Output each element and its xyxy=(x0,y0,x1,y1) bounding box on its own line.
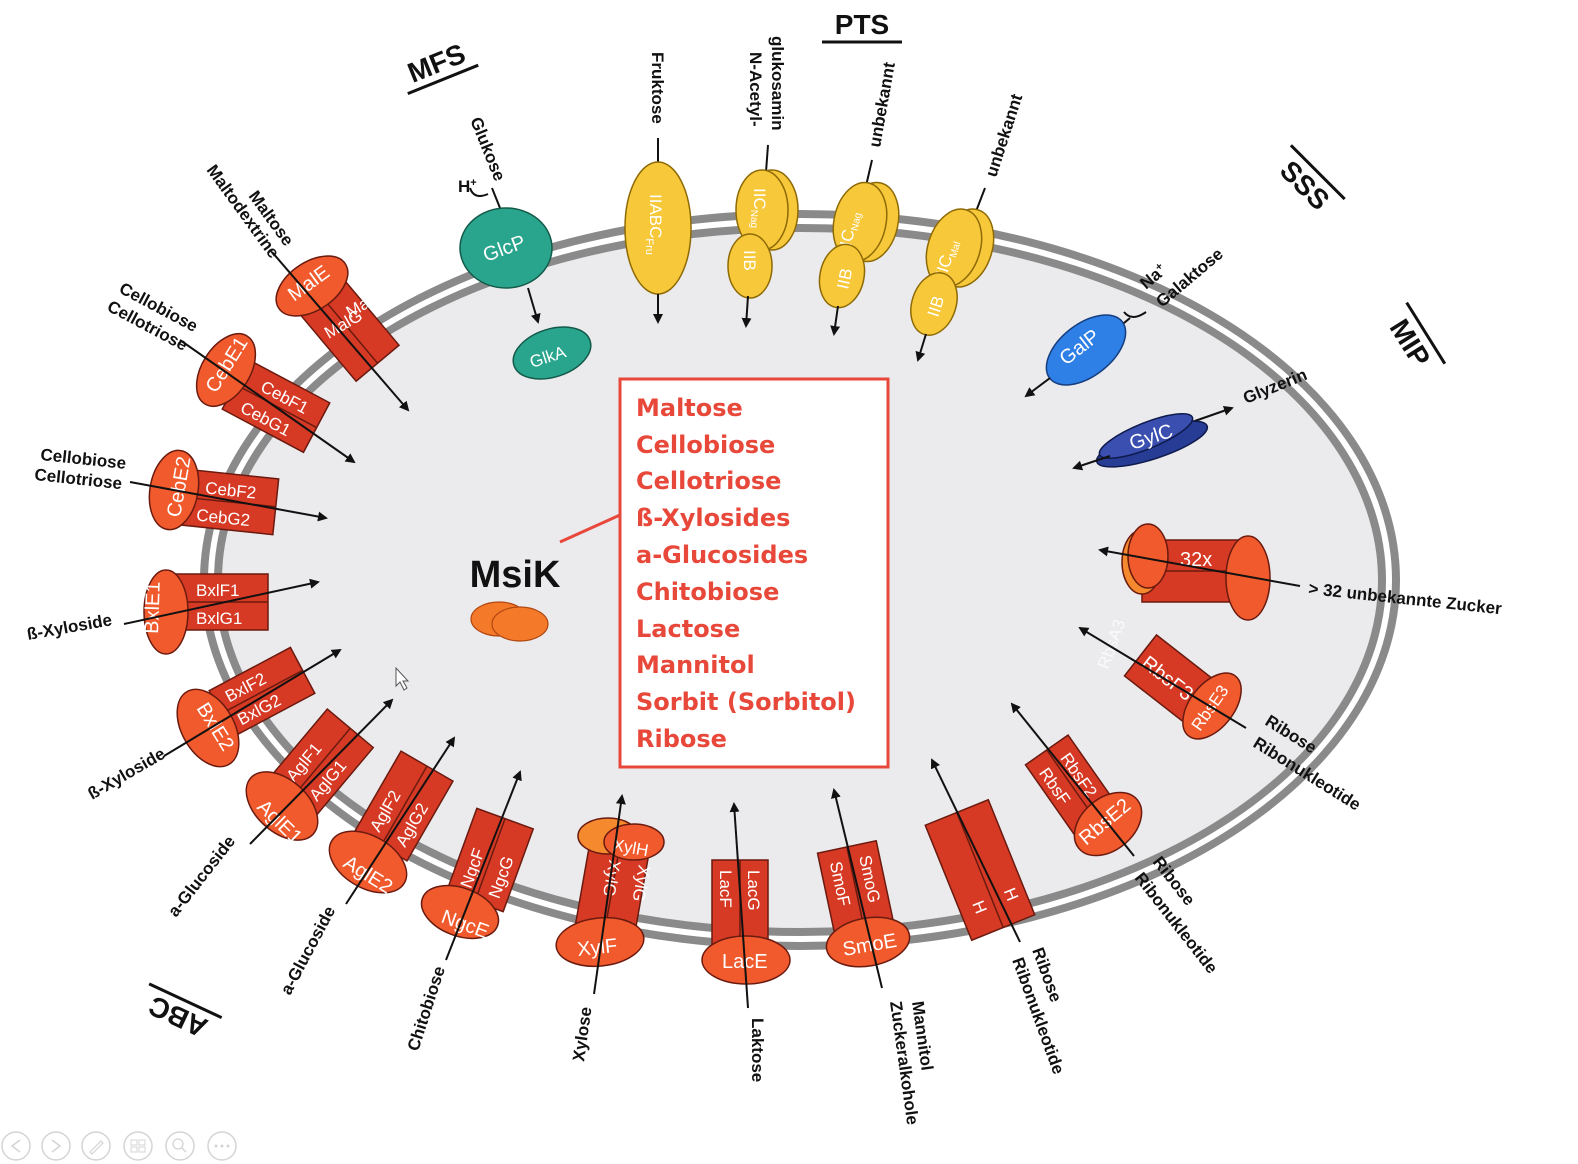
family-mip-label: MIP xyxy=(1384,314,1437,373)
presentation-controls xyxy=(1,1131,237,1161)
pen-icon[interactable] xyxy=(81,1131,111,1161)
box-item-chitobiose: Chitobiose xyxy=(636,578,779,606)
box-item-sorbitol: Sorbit (Sorbitol) xyxy=(636,688,856,716)
box-item-maltose: Maltose xyxy=(636,394,743,422)
abc-ngc: NgcF NgcG NgcE Chitobiose xyxy=(404,770,535,1053)
fructose-label: Fruktose xyxy=(648,52,667,124)
box-item-lactose: Lactose xyxy=(636,615,740,643)
family-sss-label: SSS xyxy=(1274,155,1336,217)
box-item-cellobiose: Cellobiose xyxy=(636,431,775,459)
iiabc-fru-label: IIABCFru xyxy=(643,194,665,255)
family-sss: SSS xyxy=(1274,144,1346,217)
family-mip: MIP xyxy=(1384,301,1447,373)
nacetyl-label-2: glukosamin xyxy=(768,36,787,130)
lacg-label: LacG xyxy=(744,870,763,911)
lactose-label: Laktose xyxy=(748,1018,767,1082)
unknown-label-2: unbekannt xyxy=(982,91,1027,179)
nacetyl-label-1: N-Acetyl- xyxy=(746,52,765,127)
bxlg1-label: BxlG1 xyxy=(196,609,242,628)
substrate-box: Maltose Cellobiose Cellotriose ß-Xylosid… xyxy=(559,377,890,769)
pts-fructose: Fruktose IIABCFru xyxy=(624,52,692,324)
zoom-icon[interactable] xyxy=(165,1131,195,1161)
xylf-label: XylF xyxy=(576,935,618,961)
pts-unknown-1: unbekannt IICNag IIB xyxy=(818,60,900,336)
slides-grid-icon[interactable] xyxy=(123,1131,153,1161)
lacf-label: LacF xyxy=(716,870,735,908)
msik-label: MsiK xyxy=(470,554,561,596)
mouse-cursor-icon xyxy=(395,666,410,691)
box-item-glucosides: a-Glucosides xyxy=(636,541,808,569)
next-slide-icon[interactable] xyxy=(41,1131,71,1161)
chitobiose-label: Chitobiose xyxy=(404,964,449,1053)
bxyloside-label-b: ß-Xyloside xyxy=(85,744,169,803)
xylose-label: Xylose xyxy=(569,1006,595,1063)
h-plus-label: H+ xyxy=(458,177,477,196)
family-mfs: MFS xyxy=(403,38,479,96)
glucose-label: Glukose xyxy=(466,114,509,183)
iib-nag-label: IIB xyxy=(740,250,759,271)
bxlf1-label: BxlF1 xyxy=(196,581,239,600)
iic-nag-label: IICNag xyxy=(748,188,769,228)
aglucoside-label-b: a-Glucoside xyxy=(277,903,339,998)
box-item-cellotriose: Cellotriose xyxy=(636,467,781,495)
bxle1-label: BxlE1 xyxy=(141,581,165,634)
family-pts-label: PTS xyxy=(835,9,889,40)
family-abc: ABC xyxy=(144,982,223,1043)
abc-lac: LacF LacG LacE Laktose xyxy=(701,802,791,1082)
iib-nag2-label: IIB xyxy=(833,267,856,291)
pts-nag: N-Acetyl- glukosamin IICNag IIB xyxy=(727,36,799,328)
box-item-mannitol: Mannitol xyxy=(636,651,755,679)
family-pts: PTS xyxy=(822,9,902,44)
more-options-icon[interactable] xyxy=(207,1131,237,1161)
previous-slide-icon[interactable] xyxy=(1,1131,31,1161)
msik: MsiK xyxy=(470,554,561,642)
bxyloside-label-a: ß-Xyloside xyxy=(25,610,113,644)
box-item-xylosides: ß-Xylosides xyxy=(636,504,790,532)
box-item-ribose: Ribose xyxy=(636,725,727,753)
abc-xyl: XylG XylG XylH XylF Xylose xyxy=(555,794,665,1063)
aglucoside-label-a: a-Glucoside xyxy=(164,832,239,920)
unknown-label-1: unbekannt xyxy=(865,60,899,148)
abc-bxl1: BxlF1 BxlG1 BxlE1 ß-Xyloside xyxy=(25,569,320,655)
